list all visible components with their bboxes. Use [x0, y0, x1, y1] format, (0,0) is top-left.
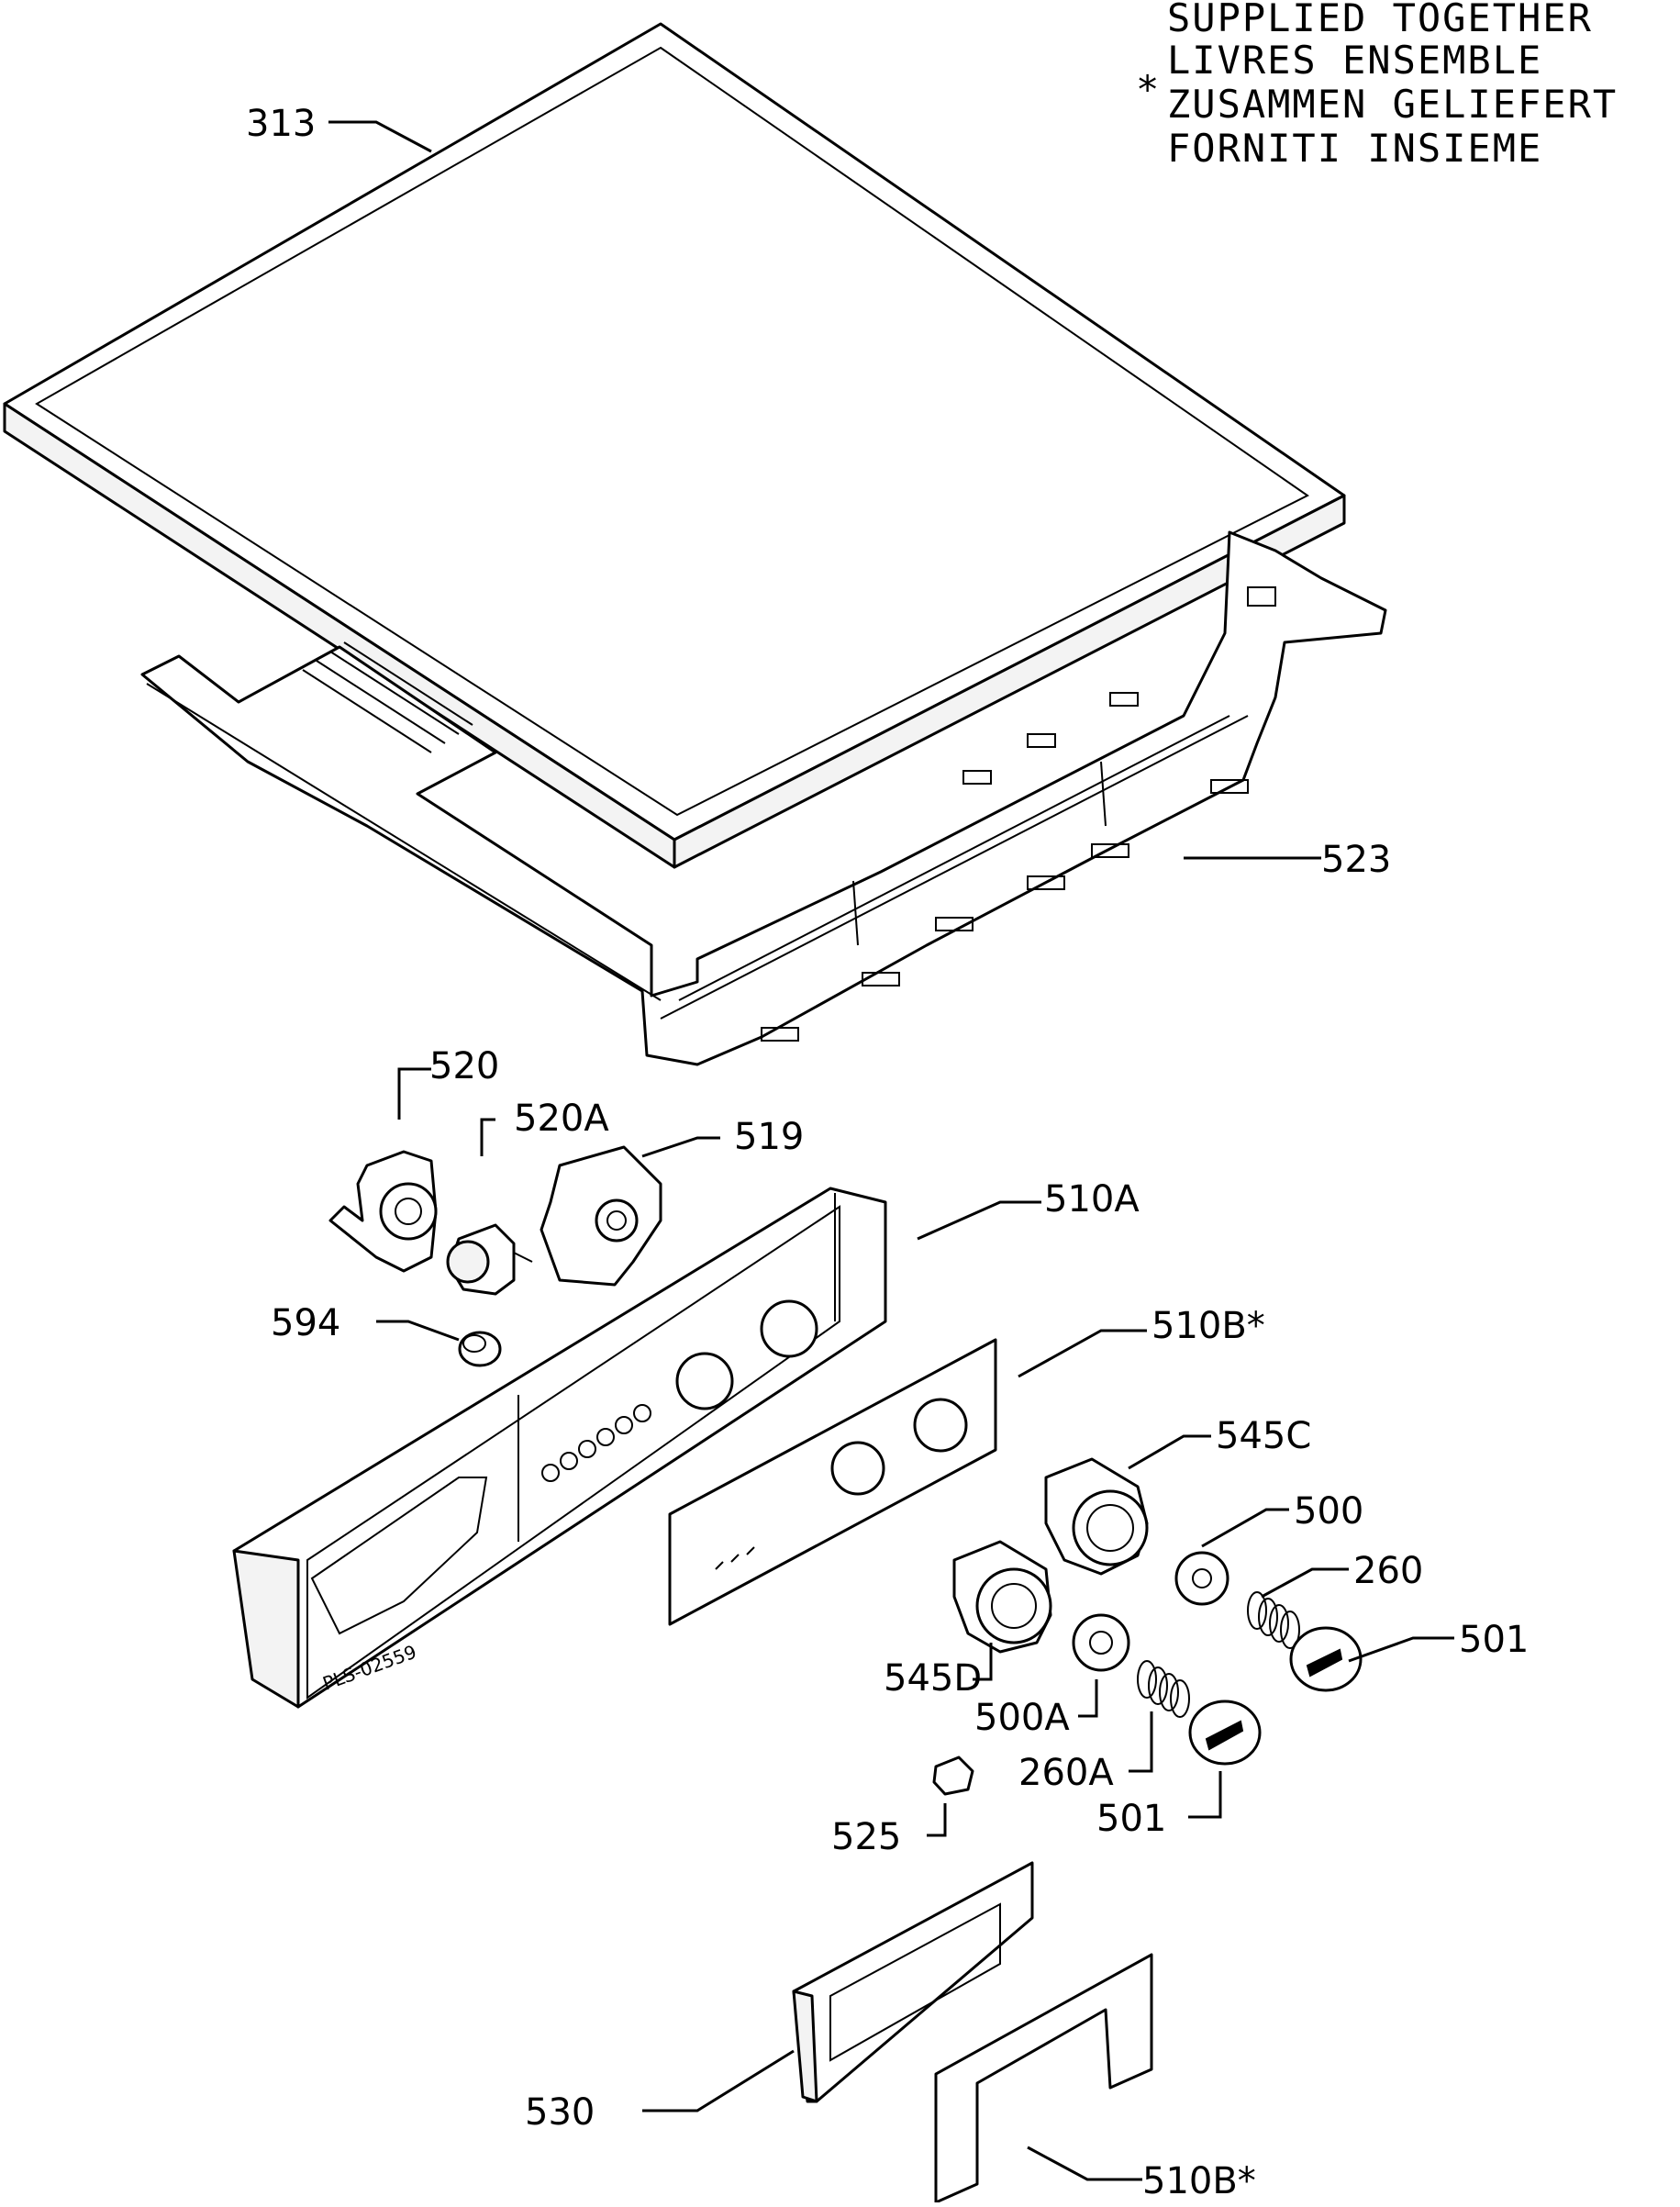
- callout-500: 500: [1294, 1490, 1363, 1533]
- callout-520A: 520A: [514, 1098, 609, 1140]
- spring-a-part: [1137, 1660, 1190, 1718]
- bearing-a-part: [1072, 1613, 1130, 1672]
- callout-500A: 500A: [974, 1697, 1070, 1739]
- legend-line-en: SUPPLIED TOGETHER: [1167, 0, 1593, 40]
- callout-545C: 545C: [1216, 1415, 1311, 1457]
- knob-bush-c-part: [1044, 1457, 1149, 1576]
- callout-519: 519: [734, 1116, 804, 1158]
- panel-indicator-row: [541, 1404, 651, 1482]
- legend-asterisk: *: [1136, 67, 1161, 112]
- leader-lines: [328, 120, 1454, 2181]
- callout-labels: 313 523 520 520A 519 594 510A 510B* 545C…: [246, 103, 1529, 2202]
- bearing-part: [1174, 1551, 1229, 1606]
- selector-cam-part: [540, 1145, 662, 1287]
- callout-523: 523: [1321, 839, 1391, 881]
- callout-530: 530: [525, 2091, 595, 2134]
- legend-line-fr: LIVRES ENSEMBLE: [1167, 38, 1542, 83]
- dispenser-handle-part: [792, 1861, 1034, 2103]
- selector-housing-part: [328, 1150, 438, 1273]
- frame-slots: [761, 586, 1276, 1042]
- knob-left-part: [1188, 1700, 1262, 1766]
- cap-part: [458, 1331, 502, 1367]
- button-part: [932, 1756, 974, 1796]
- callout-260A: 260A: [1018, 1752, 1114, 1794]
- legend-line-de: ZUSAMMEN GELIEFERT: [1167, 82, 1618, 127]
- callout-545D: 545D: [884, 1657, 982, 1700]
- frame-vents: [302, 641, 473, 753]
- frame-part: [140, 530, 1387, 1066]
- spring-part: [1247, 1591, 1300, 1649]
- knob-right-part: [1289, 1626, 1363, 1692]
- callout-520: 520: [429, 1045, 499, 1087]
- insert-marks: [715, 1546, 755, 1570]
- top-cover-part: [3, 22, 1346, 869]
- selector-gear-part: [446, 1223, 533, 1296]
- callout-510B-handle: 510B*: [1142, 2160, 1256, 2202]
- legend-line-it: FORNITI INSIEME: [1167, 126, 1542, 171]
- callout-594: 594: [271, 1302, 340, 1344]
- callout-525: 525: [831, 1816, 901, 1858]
- panel-insert-part: [668, 1338, 997, 1626]
- knob-bush-d-part: [952, 1540, 1052, 1654]
- callout-510A: 510A: [1044, 1178, 1140, 1221]
- control-panel-part: PLS-02559: [232, 1187, 887, 1709]
- callout-510B-panel: 510B*: [1152, 1305, 1265, 1347]
- callout-260: 260: [1353, 1550, 1423, 1592]
- legend: * SUPPLIED TOGETHER LIVRES ENSEMBLE ZUSA…: [1136, 0, 1618, 171]
- callout-501-left: 501: [1096, 1798, 1166, 1840]
- callout-501-right: 501: [1459, 1619, 1529, 1661]
- handle-insert-part: [934, 1953, 1153, 2204]
- callout-313: 313: [246, 103, 316, 145]
